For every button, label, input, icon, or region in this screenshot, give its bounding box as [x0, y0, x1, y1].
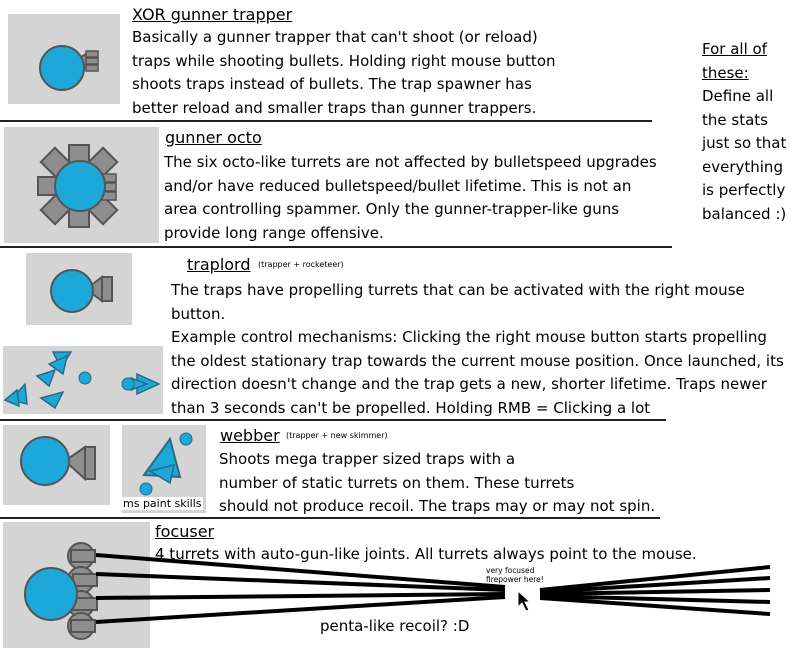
traplord-traps-image: [3, 346, 163, 414]
traplord-image: [26, 253, 132, 325]
divider: [0, 246, 672, 248]
focus-annotation: very focused firepower here!: [486, 566, 544, 584]
section-body-xor-gunner-trapper: Basically a gunner trapper that can't sh…: [132, 28, 556, 117]
image-caption: ms paint skills: [122, 497, 203, 510]
section-body-gunner-octo: The six octo-like turrets are not affect…: [164, 153, 657, 242]
xor-gunner-trapper-image: [8, 14, 120, 104]
webber-image: [3, 425, 110, 505]
side-note: For all of these: Define all the stats j…: [702, 40, 787, 223]
section-subtitle-webber: (trapper + new skimmer): [286, 431, 388, 440]
divider: [0, 419, 666, 421]
gunner-octo-image: [4, 127, 159, 243]
focuser-footer-note: penta-like recoil? :D: [320, 617, 470, 635]
section-title-focuser: focuser: [155, 522, 215, 541]
section-title-webber: webber: [220, 426, 280, 445]
tank-icon: [24, 542, 98, 640]
section-title-gunner-octo: gunner octo: [165, 128, 262, 147]
divider: [0, 120, 652, 122]
section-body-webber: Shoots mega trapper sized traps with a n…: [219, 450, 656, 515]
section-subtitle-traplord: (trapper + rocketeer): [258, 260, 344, 269]
section-title-traplord: traplord: [187, 255, 251, 274]
trap-illustration: [139, 432, 193, 496]
tank-icon: [50, 269, 113, 313]
tank-icon: [39, 45, 99, 91]
tank-icon: [20, 436, 96, 486]
mouse-cursor-icon: [517, 589, 532, 612]
trap-illustration: [3, 351, 161, 410]
side-note-heading: For all of these:: [702, 40, 767, 82]
focuser-image: [3, 522, 150, 648]
webber-trap-image: ms paint skills: [122, 425, 206, 513]
divider: [0, 517, 660, 519]
section-body-focuser: 4 turrets with auto-gun-like joints. All…: [155, 545, 697, 563]
section-body-traplord: The traps have propelling turrets that c…: [171, 281, 784, 417]
tank-icon: [37, 144, 119, 228]
section-title-xor-gunner-trapper: XOR gunner trapper: [132, 5, 293, 24]
